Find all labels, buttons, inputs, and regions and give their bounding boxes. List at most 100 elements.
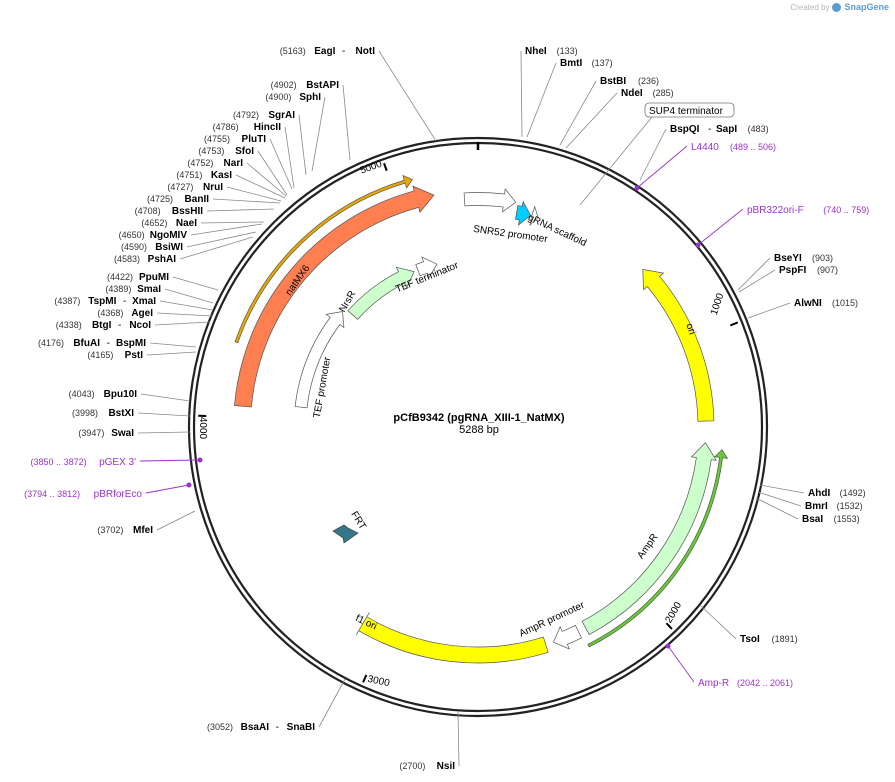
primer-range: (740 .. 759): [823, 205, 869, 215]
enzyme-name-2: BspMI: [116, 338, 146, 349]
enzyme-name: TsoI: [740, 634, 760, 645]
backbone-outer-ring: [187, 136, 769, 718]
snapgene-brand: Created by SnapGene: [790, 2, 889, 12]
tef-terminator-arrow: [415, 256, 438, 279]
enzyme-site-24: PpuMI (4422): [107, 272, 169, 283]
enzyme-leader-11: [699, 604, 737, 640]
enzyme-leader-13: [318, 678, 346, 728]
enzyme-name: BmrI: [805, 501, 828, 512]
enzyme-site-27: NgoMIV(4650): [119, 230, 188, 241]
enzyme-name: NarI: [224, 158, 244, 169]
snapgene-name: SnapGene: [844, 2, 889, 12]
enzyme-site-38: SphI(4900): [265, 92, 321, 103]
enzyme-leader-37: [298, 114, 307, 176]
enzyme-name-2: NotI: [356, 46, 376, 57]
enzyme-name: NaeI: [176, 218, 197, 229]
enzyme-name: PshAI: [148, 254, 177, 265]
tick-label-2000: 2000: [664, 600, 685, 625]
enzyme-leader-24: [172, 276, 219, 291]
enzyme-site-5: BseYI (903): [774, 253, 833, 264]
enzyme-name: KasI: [211, 170, 232, 181]
f1-ori-box: [355, 612, 549, 664]
tef-promoter-arrow: [294, 311, 345, 409]
enzyme-name: BseYI: [774, 253, 802, 264]
enzyme-site-40: NotI-EagI(5163): [280, 46, 375, 57]
enzyme-site-29: BssHII(4708): [135, 206, 204, 217]
primer-range: (3850 .. 3872): [31, 457, 87, 467]
enzyme-site-31: NruI(4727): [167, 182, 223, 193]
primer-2: Amp-R(2042 .. 2061): [698, 678, 793, 689]
enzyme-site-12: NsiI(2700): [399, 761, 455, 772]
enzyme-name: SmaI: [137, 284, 161, 295]
enzyme-leader-38: [311, 96, 326, 172]
ampr-promoter-arrow: [553, 624, 583, 650]
enzyme-leader-1: [526, 62, 557, 138]
enzyme-position: (4368): [97, 308, 123, 318]
enzyme-leader-27: [190, 223, 263, 236]
enzyme-site-14: MfeI(3702): [97, 525, 153, 536]
enzyme-position: (4727): [167, 182, 193, 192]
primer-range: (489 .. 506): [730, 142, 776, 152]
enzyme-name: SwaI: [111, 428, 134, 439]
enzyme-name-2: NcoI: [129, 320, 151, 331]
enzyme-position: (4751): [176, 170, 202, 180]
enzyme-position: (4043): [69, 389, 95, 399]
sup4-terminator-label: SUP4 terminator: [649, 106, 724, 117]
enzyme-site-9: BmrI(1532): [805, 501, 863, 512]
enzyme-leader-31: [226, 186, 282, 202]
enzyme-leader-6: [738, 269, 776, 293]
enzyme-leader-23: [164, 288, 214, 304]
enzyme-leader-14: [156, 510, 196, 531]
enzyme-leader-26: [186, 231, 257, 248]
enzyme-leader-2: [559, 80, 597, 146]
enzyme-position: (4792): [233, 110, 259, 120]
enzyme-separator: -: [118, 320, 121, 331]
primer-4: pBRforEco(3794 .. 3812): [24, 489, 142, 500]
enzyme-name: PpuMI: [139, 272, 169, 283]
enzyme-leader-9: [757, 491, 802, 507]
primer-range: (3794 .. 3812): [24, 489, 80, 499]
ori-arrow: [642, 269, 715, 422]
enzyme-leader-12: [457, 710, 460, 767]
primer-3: pGEX 3'(3850 .. 3872): [31, 457, 137, 468]
enzyme-position: (5163): [280, 46, 306, 56]
enzyme-leader-39: [342, 84, 351, 161]
snapgene-logo-icon: [832, 2, 842, 12]
enzyme-position: (4753): [198, 146, 224, 156]
enzyme-leader-17: [140, 393, 191, 402]
enzyme-name: MfeI: [133, 525, 153, 536]
plasmid-name: pCfB9342 (pgRNA_XIII-1_NatMX): [393, 412, 565, 424]
enzyme-position: (4422): [107, 272, 133, 282]
enzyme-site-11: TsoI(1891): [740, 634, 798, 645]
ori-label: ori: [683, 322, 697, 336]
enzyme-name: BspQI: [670, 124, 700, 135]
enzyme-site-16: BstXI(3998): [72, 408, 134, 419]
enzyme-name: TspMI: [88, 296, 116, 307]
tick-label-3000: 3000: [366, 674, 390, 689]
enzyme-position: (4725): [147, 194, 173, 204]
enzyme-leader-40: [378, 50, 437, 142]
enzyme-site-19: BspMI-BfuAI(4176): [38, 338, 146, 349]
enzyme-site-13: SnaBI-BsaAI(3052): [207, 722, 315, 733]
enzyme-name: BstAPI: [306, 80, 339, 91]
enzyme-position: (285): [653, 88, 674, 98]
enzyme-leader-33: [246, 162, 287, 197]
enzyme-name: PstI: [125, 350, 144, 361]
enzyme-name: BstBI: [600, 76, 626, 87]
tick-label-1000: 1000: [709, 292, 726, 317]
enzyme-name: BsaAI: [241, 722, 270, 733]
tick-5000: [383, 162, 388, 172]
enzyme-separator: -: [342, 46, 345, 57]
enzyme-name: SphI: [299, 92, 321, 103]
enzyme-site-17: Bpu10I(4043): [69, 389, 138, 400]
primer-0: L4440(489 .. 506): [691, 142, 776, 153]
enzyme-site-39: BstAPI(4902): [271, 80, 340, 91]
enzyme-leader-30: [212, 198, 281, 204]
enzyme-leader-16: [137, 412, 191, 417]
enzyme-site-2: BstBI(236): [600, 76, 659, 87]
enzyme-position: (903): [812, 253, 833, 263]
primer-mark-3: [197, 457, 203, 463]
primer-1: pBR322ori-F(740 .. 759): [747, 205, 869, 216]
enzyme-position: (137): [592, 58, 613, 68]
